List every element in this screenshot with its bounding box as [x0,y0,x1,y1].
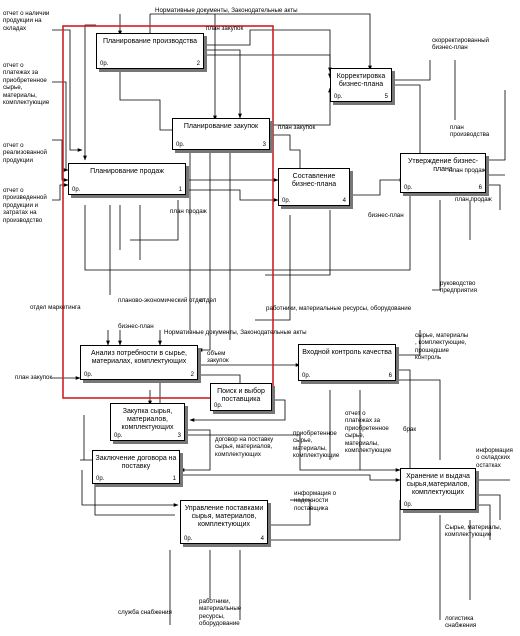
arrow-label: отчет о реализованной продукции [3,142,47,164]
activity-box[interactable]: Входной контроль качества 0р. 6 [298,344,396,381]
activity-box[interactable]: Управление поставками сырья, материалов,… [180,500,268,544]
activity-cost: 0р. [404,502,413,508]
arrow-label: бизнес-план [368,212,404,219]
activity-title: Поиск и выбор поставщика [217,388,265,403]
arrow-label: план продаж [170,208,207,215]
arrow-label: скорректированный бизнес-план [432,37,489,52]
arrow-label: отчет о произведенной продукции и затрат… [3,187,47,224]
activity-box[interactable]: Поиск и выбор поставщика 0р. [210,383,272,411]
activity-box[interactable]: Планирование закупок 0р. 3 [172,118,270,150]
arrow-label: брак [403,426,417,433]
activity-number: 3 [262,142,266,148]
activity-cost: 0р. [96,476,105,482]
arrow-label: план продаж [455,196,492,203]
activity-cost: 0р. [84,372,93,378]
activity-title: Анализ потребности в сырье, материалах, … [91,350,187,365]
activity-title: Входной контроль качества [302,349,392,356]
activity-title: Составление бизнес-плана [291,173,337,188]
activity-number: 5 [384,94,388,100]
arrow-label: Нормативные документы, Законодательные а… [155,7,298,14]
activity-number: 2 [196,61,200,67]
activity-number: 1 [172,476,176,482]
activity-number: 4 [342,198,346,204]
arrow-label: работники, материальные ресурсы, оборудо… [266,305,412,312]
arrow-label: приобретенное сырье, материалы, комплект… [293,430,340,460]
activity-number: 1 [178,187,182,193]
activity-title: Управление поставками сырья, материалов,… [184,505,264,528]
activity-title: Закупка сырья, материалов, комплектующих [121,408,174,431]
activity-title: Планирование производства [102,38,198,45]
arrow-label: отчет о платежах за приобретенное сырье,… [3,62,50,107]
activity-title: Хранение и выдача сырья,материалов, комп… [406,473,470,496]
activity-box[interactable]: Утверждение бизнес-плана 0р. 6 [400,153,486,193]
activity-number: 2 [190,372,194,378]
activity-box[interactable]: Корректировка бизнес-плана 0р. 5 [330,68,392,102]
arrow-label: отчет о платежах за приобретенное сырье,… [345,410,392,455]
arrow-label: план закупок [278,124,316,131]
activity-box[interactable]: Заключение договора на поставку 0р. 1 [92,450,180,484]
arrow-label: отдел [200,297,217,304]
activity-number: 4 [260,536,264,542]
activity-title: Планирование продаж [90,168,164,175]
arrow-label: логистика снабжения [445,615,477,630]
activity-title: Утверждение бизнес-плана [407,158,479,173]
activity-cost: 0р. [302,373,311,379]
activity-cost: 0р. [282,198,291,204]
activity-number: 6 [388,373,392,379]
arrow-label: планово-экономический отдел [118,297,206,304]
arrow-label: Сырье, материалы, комплектующие [445,524,502,539]
activity-cost: 0р. [100,61,109,67]
arrow-label: сырье, материалы , комплектующие, прошед… [415,332,469,362]
activity-box[interactable]: Закупка сырья, материалов, комплектующих… [110,403,185,441]
arrow-label: работники, материальные ресурсы, оборудо… [199,598,242,628]
activity-box[interactable]: Составление бизнес-плана 0р. 4 [278,168,350,206]
activity-cost: 0р. [176,142,185,148]
activity-cost: 0р. [72,187,81,193]
arrow-label: бизнес-план [118,323,154,330]
arrow-label: объем закупок [207,350,229,365]
activity-cost: 0р. [214,403,223,409]
arrow-label: отдел маркетинга [30,304,81,311]
activity-cost: 0р. [334,94,343,100]
arrow-label: руководство предприятия [440,280,477,295]
activity-title: Корректировка бизнес-плана [336,73,386,88]
activity-box[interactable]: Планирование производства 0р. 2 [96,33,204,69]
arrow-label: план закупок [15,374,53,381]
activity-cost: 0р. [404,185,413,191]
arrow-label: план производства [450,124,490,139]
arrow-label: план закупок [206,25,244,32]
arrow-label: информация о надежности поставщика [294,490,337,512]
activity-number: 3 [177,433,181,439]
arrow-label: Нормативные документы, Законодательные а… [164,329,307,336]
highlight-frame [62,25,274,399]
arrow-label: информация о складских остатках [476,447,513,469]
activity-box[interactable]: Анализ потребности в сырье, материалах, … [80,345,198,380]
activity-title: Заключение договора на поставку [95,455,177,470]
activity-box[interactable]: Хранение и выдача сырья,материалов, комп… [400,468,476,510]
activity-cost: 0р. [184,536,193,542]
activity-title: Планирование закупок [183,123,259,130]
arrow-label: служба снабжения [118,609,172,616]
arrow-label: отчет о наличии продукции на складах [3,10,50,32]
activity-cost: 0р. [114,433,123,439]
activity-number: 6 [478,185,482,191]
arrow-label: договор на поставку сырья, материалов, к… [215,436,274,458]
activity-box[interactable]: Планирование продаж 0р. 1 [68,163,186,195]
arrow-label: план продаж [449,167,486,174]
